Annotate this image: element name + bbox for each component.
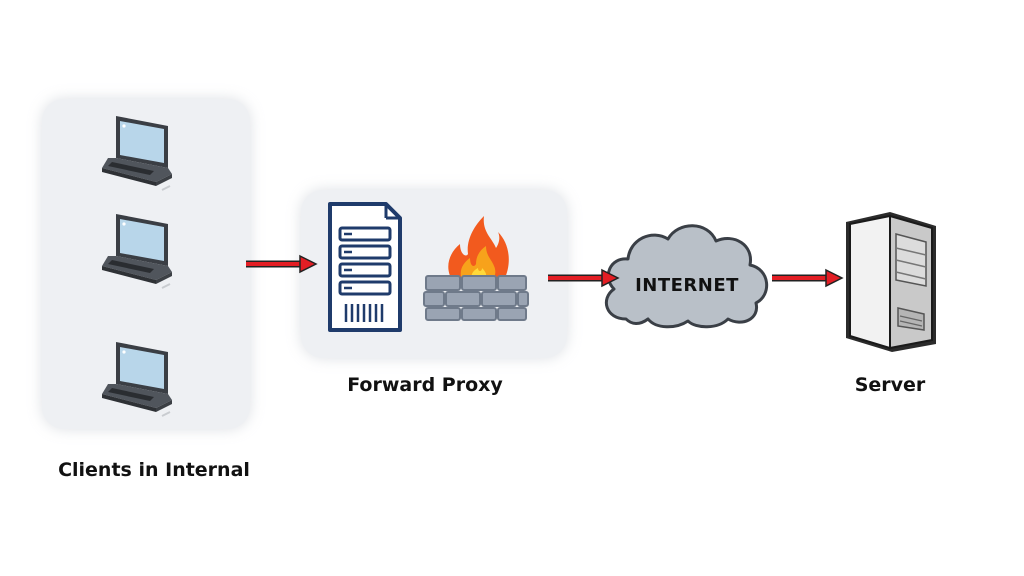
server-computer-icon — [846, 212, 936, 352]
internet-label: INTERNET — [635, 275, 739, 296]
server-tower-icon — [328, 202, 402, 332]
firewall-icon — [423, 216, 529, 321]
laptop-icon — [102, 214, 172, 289]
laptop-icon — [102, 116, 172, 191]
clients-label: Clients in Internal — [58, 459, 250, 481]
server-label: Server — [854, 374, 926, 396]
arrow-proxy-to-internet — [548, 268, 620, 288]
arrow-internet-to-server — [772, 268, 844, 288]
laptop-icon — [102, 342, 172, 417]
arrow-clients-to-proxy — [246, 254, 318, 274]
cloud-icon — [604, 224, 769, 329]
forward-proxy-label: Forward Proxy — [347, 374, 503, 396]
